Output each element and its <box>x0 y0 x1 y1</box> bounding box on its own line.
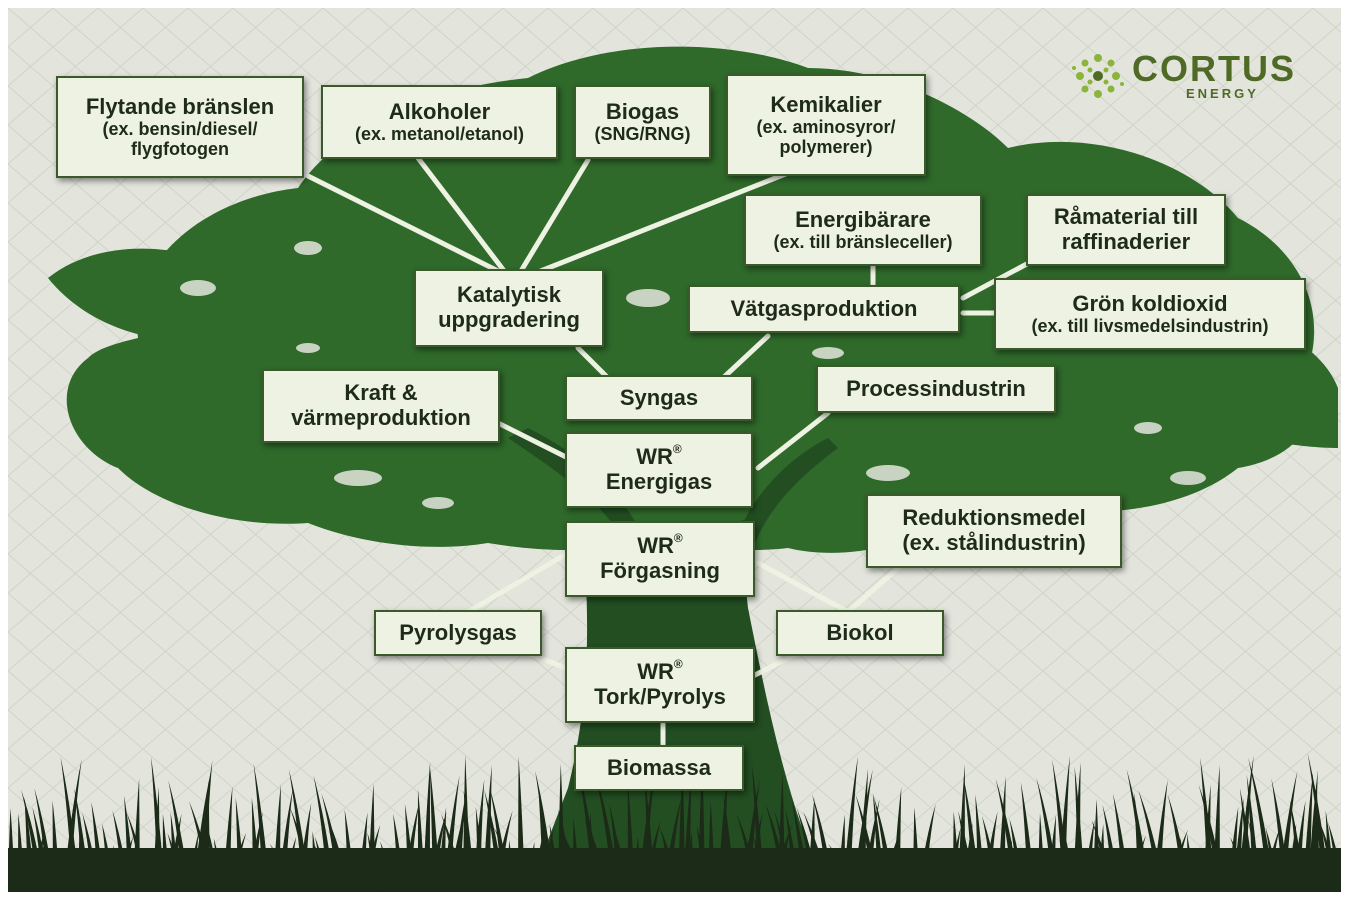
node-title: Vätgasproduktion <box>730 295 918 321</box>
node-wr-forgasning: WR® Förgasning <box>565 521 755 597</box>
diagram-canvas: CORTUS ENERGY Flytande bränslen (ex. ben… <box>8 8 1341 892</box>
node-title: Tork/Pyrolys <box>594 684 726 709</box>
node-title: Biogas <box>605 98 680 124</box>
tree-canopy-gaps <box>180 241 1206 509</box>
logo-subtitle: ENERGY <box>1186 86 1259 101</box>
dot-cluster-icon <box>1072 54 1124 98</box>
node-subtitle: (ex. bensin/diesel/ <box>102 119 258 140</box>
node-subtitle: (ex. till bränsleceller) <box>773 232 953 253</box>
node-reduktionsmedel: Reduktionsmedel (ex. stålindustrin) <box>866 494 1122 568</box>
node-title: Pyrolysgas <box>399 619 517 645</box>
node-subtitle: (SNG/RNG) <box>594 124 691 145</box>
node-biokol: Biokol <box>776 610 944 656</box>
node-title: Kraft & <box>344 380 418 406</box>
node-subtitle: (ex. metanol/etanol) <box>354 124 525 145</box>
grass-silhouette <box>8 752 1341 892</box>
node-kraft-varme: Kraft & värmeproduktion <box>262 369 500 443</box>
node-biomassa: Biomassa <box>574 745 744 791</box>
node-biogas: Biogas (SNG/RNG) <box>574 85 711 159</box>
node-title: Reduktionsmedel <box>902 505 1086 531</box>
node-ramaterial: Råmaterial till raffinaderier <box>1026 194 1226 266</box>
node-prefix: WR® <box>637 657 683 685</box>
node-title: Katalytisk <box>457 282 561 308</box>
node-title: Syngas <box>619 384 699 410</box>
node-title: Råmaterial till <box>1053 204 1199 230</box>
node-title: Biomassa <box>607 754 711 780</box>
node-flytande-bransle: Flytande bränslen (ex. bensin/diesel/ fl… <box>56 76 304 178</box>
node-gron-koldioxid: Grön koldioxid (ex. till livsmedelsindus… <box>994 278 1306 350</box>
node-title: värmeproduktion <box>291 405 471 430</box>
node-subtitle: polymerer) <box>779 137 873 158</box>
node-syngas: Syngas <box>565 375 753 421</box>
node-title: uppgradering <box>438 307 580 332</box>
node-wr-tork-pyrolys: WR® Tork/Pyrolys <box>565 647 755 723</box>
node-katalytisk: Katalytisk uppgradering <box>414 269 604 347</box>
cortus-energy-logo: CORTUS ENERGY <box>1070 48 1320 108</box>
node-title: Grön koldioxid <box>1072 290 1228 316</box>
node-kemikalier: Kemikalier (ex. aminosyror/ polymerer) <box>726 74 926 176</box>
node-title: Alkoholer <box>388 98 491 124</box>
node-title: (ex. stålindustrin) <box>902 530 1086 555</box>
node-energibarare: Energibärare (ex. till bränsleceller) <box>744 194 982 266</box>
node-prefix: WR® <box>636 442 682 470</box>
node-title: raffinaderier <box>1061 229 1191 254</box>
node-alkoholer: Alkoholer (ex. metanol/etanol) <box>321 85 558 159</box>
node-processindustrin: Processindustrin <box>816 365 1056 413</box>
node-title: Processindustrin <box>846 375 1026 401</box>
node-subtitle: (ex. aminosyror/ <box>756 117 896 138</box>
node-title: Kemikalier <box>770 91 882 117</box>
node-title: Energigas <box>605 469 713 494</box>
node-subtitle: flygfotogen <box>131 139 229 160</box>
connector-lines <box>305 155 1041 749</box>
node-vatgasproduktion: Vätgasproduktion <box>688 285 960 333</box>
node-title: Energibärare <box>795 206 931 232</box>
node-subtitle: (ex. till livsmedelsindustrin) <box>1031 316 1269 337</box>
node-pyrolysgas: Pyrolysgas <box>374 610 542 656</box>
node-prefix: WR® <box>637 531 683 559</box>
logo-wordmark: CORTUS <box>1132 48 1296 89</box>
node-title: Flytande bränslen <box>85 93 275 119</box>
node-title: Biokol <box>826 619 894 645</box>
node-wr-energigas: WR® Energigas <box>565 432 753 508</box>
node-title: Förgasning <box>600 558 720 583</box>
